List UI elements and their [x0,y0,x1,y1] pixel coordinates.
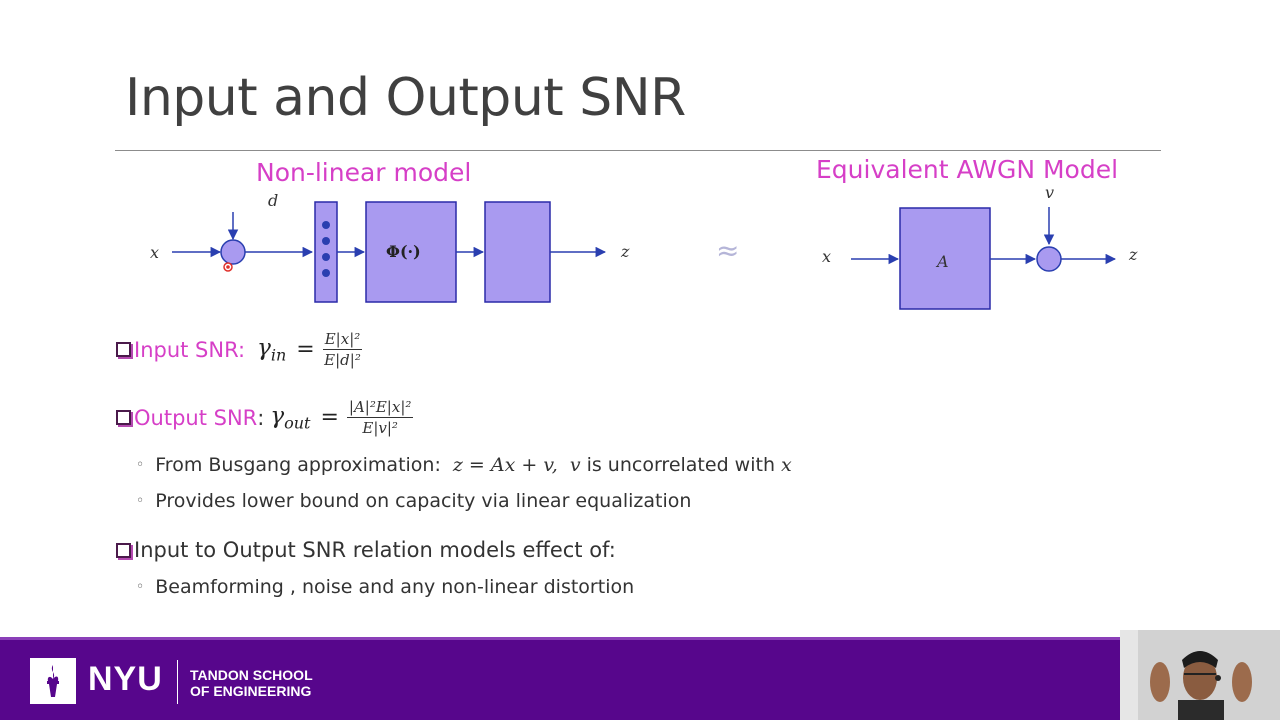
sub-bullet-icon: ◦ [136,493,145,509]
label-z-right: z [1129,245,1138,264]
input-snr-label: Input SNR: [134,337,246,362]
input-snr-equals: = [296,337,315,362]
label-d: d [268,191,279,210]
phi-block-label: Φ(·) [386,242,421,261]
phi-nonlinearity-block [365,201,457,303]
nonlinear-model-heading: Non-linear model [256,158,472,187]
a-block-label: A [937,252,949,271]
sub-bullet-icon: ◦ [136,579,145,595]
antenna-array-block [314,201,338,303]
slide-title: Input and Output SNR [125,68,686,128]
footer-separator [177,660,178,704]
input-snr-numerator: E|x|² [322,330,363,350]
input-snr-symbol: γin [257,334,287,365]
output-snr-label: Output SNR [134,405,258,430]
adder-node [220,239,246,265]
nyu-torch-logo-icon [30,658,76,704]
approx-symbol: ≈ [716,234,740,267]
busgang-sub-bullet: ◦ From Busgang approximation: z = Ax + v… [136,454,792,476]
label-v: v [1045,183,1055,202]
nonlinear-model-diagram [172,201,607,303]
nyu-brand-text: NYU [88,660,163,698]
footer-bar [0,640,1280,720]
label-x-left: x [150,243,160,262]
checkbox-bullet-icon [116,342,131,357]
footer-accent-line [0,637,1120,641]
checkbox-bullet-icon [116,410,131,425]
output-snr-fraction: |A|²E|x|² E|v|² [346,398,414,437]
label-z-left: z [621,242,630,261]
output-snr-bullet: Output SNR: γout = |A|²E|x|² E|v|² [116,398,414,437]
checkbox-bullet-icon [116,542,131,558]
output-snr-numerator: |A|²E|x|² [346,398,414,418]
title-divider [115,150,1161,151]
output-snr-denominator: E|v|² [362,419,398,437]
relation-bullet: Input to Output SNR relation models effe… [116,538,616,562]
awgn-model-diagram [851,207,1117,310]
input-snr-bullet: Input SNR: γin = E|x|² E|d|² [116,330,363,369]
awgn-model-heading: Equivalent AWGN Model [816,155,1119,184]
awgn-adder-node [1036,246,1062,272]
input-snr-denominator: E|d|² [324,351,361,369]
output-snr-symbol: γout [270,402,311,433]
capacity-sub-bullet: ◦ Provides lower bound on capacity via l… [136,490,692,512]
label-x-right: x [822,247,832,266]
relation-sub-bullet: ◦ Beamforming , noise and any non-linear… [136,576,635,598]
output-processing-block [484,201,551,303]
output-snr-equals: = [320,405,339,430]
relation-label: Input to Output SNR relation models effe… [134,538,616,562]
tandon-school-text: TANDON SCHOOL OF ENGINEERING [190,667,313,699]
sub-bullet-icon: ◦ [136,457,145,473]
presenter-webcam-video [1120,630,1280,720]
input-snr-fraction: E|x|² E|d|² [322,330,363,369]
